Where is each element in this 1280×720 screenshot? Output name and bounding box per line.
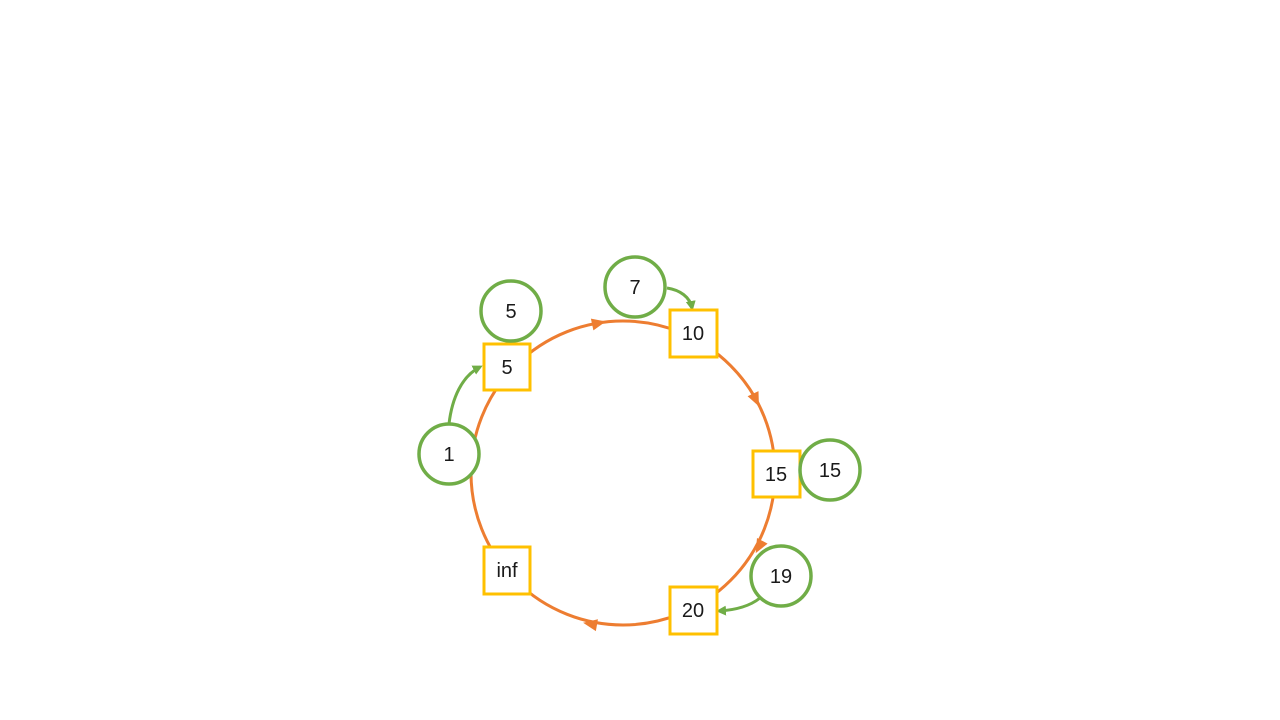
server-node-label: inf <box>496 560 518 582</box>
key-node-5: 5 <box>479 279 543 343</box>
server-node-20: 20 <box>668 585 719 636</box>
ring-direction-arrow <box>747 391 759 407</box>
key-19-to-server-20-arrow <box>716 596 761 616</box>
key-node-15: 15 <box>798 438 862 502</box>
server-node-label: 5 <box>501 357 512 379</box>
key-node-7: 7 <box>603 255 667 319</box>
key-node-19: 19 <box>749 544 813 608</box>
key-node-label: 15 <box>819 460 841 482</box>
key-node-1: 1 <box>417 422 481 486</box>
server-node-label: 15 <box>765 464 787 486</box>
ring-direction-arrow <box>755 538 768 554</box>
server-node-inf: inf <box>482 545 532 596</box>
key-node-label: 1 <box>443 444 454 466</box>
key-node-label: 7 <box>629 277 640 299</box>
key-node-label: 5 <box>505 301 516 323</box>
server-node-label: 10 <box>682 323 704 345</box>
key-1-to-server-5-arrow <box>447 365 483 425</box>
key-node-label: 19 <box>770 566 792 588</box>
server-node-5: 5 <box>482 342 532 392</box>
ring-direction-arrow <box>590 318 606 331</box>
server-node-15: 15 <box>751 449 802 499</box>
server-node-10: 10 <box>668 308 719 359</box>
server-node-label: 20 <box>682 600 704 622</box>
ring-direction-arrow <box>583 619 598 632</box>
key-7-to-server-10-arrow <box>666 286 696 311</box>
